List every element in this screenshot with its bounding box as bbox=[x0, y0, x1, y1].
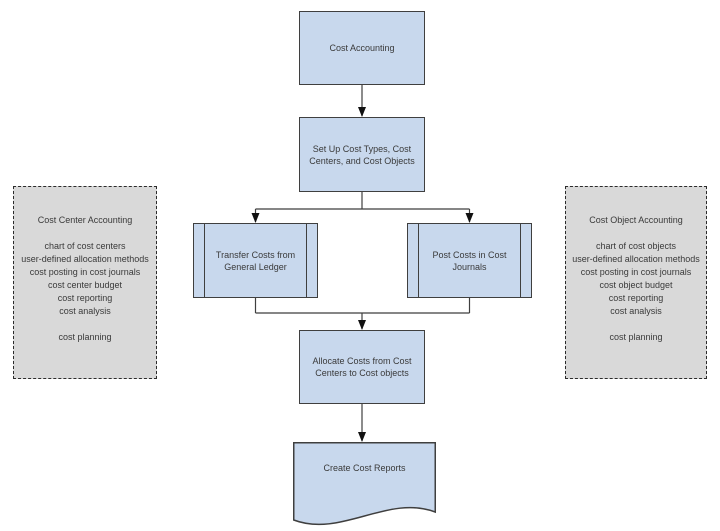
node-create-cost-reports-label: Create Cost Reports bbox=[323, 463, 406, 473]
panel-list-item: cost center budget bbox=[47, 280, 123, 290]
panel-list-item: cost object budget bbox=[599, 280, 673, 290]
panel-cost-object-accounting-items: chart of cost objects user-defined alloca… bbox=[566, 240, 706, 318]
panel-cost-center-accounting-footer: cost planning bbox=[58, 332, 112, 342]
node-transfer-costs-label: Transfer Costs from General Ledger bbox=[215, 249, 296, 272]
predefined-process-bar-right bbox=[306, 224, 307, 297]
panel-list-item: cost analysis bbox=[610, 306, 662, 316]
document-shape-icon bbox=[293, 442, 436, 526]
panel-cost-center-accounting: Cost Center Accounting chart of cost cen… bbox=[13, 186, 157, 379]
node-allocate-costs[interactable]: Allocate Costs from Cost Centers to Cost… bbox=[299, 330, 425, 404]
node-allocate-costs-label: Allocate Costs from Cost Centers to Cost… bbox=[312, 356, 412, 378]
panel-cost-object-accounting-footer: cost planning bbox=[609, 332, 663, 342]
node-create-cost-reports[interactable]: Create Cost Reports bbox=[293, 442, 436, 530]
panel-list-item: chart of cost objects bbox=[595, 241, 677, 251]
node-setup-cost-types-label: Set Up Cost Types, Cost Centers, and Cos… bbox=[309, 143, 415, 166]
node-transfer-costs[interactable]: Transfer Costs from General Ledger bbox=[193, 223, 318, 298]
panel-cost-object-accounting-title: Cost Object Accounting bbox=[589, 215, 683, 225]
panel-list-item: chart of cost centers bbox=[44, 241, 126, 251]
panel-list-item: cost posting in cost journals bbox=[29, 267, 141, 277]
predefined-process-bar-left bbox=[418, 224, 419, 297]
panel-list-item: cost reporting bbox=[57, 293, 113, 303]
panel-list-item: cost analysis bbox=[59, 306, 111, 316]
node-post-costs-label: Post Costs in Cost Journals bbox=[432, 249, 507, 272]
panel-cost-center-accounting-title: Cost Center Accounting bbox=[37, 215, 133, 225]
panel-list-item: user-defined allocation methods bbox=[21, 254, 149, 264]
predefined-process-bar-right bbox=[520, 224, 521, 297]
node-cost-accounting-label: Cost Accounting bbox=[329, 43, 395, 53]
predefined-process-bar-left bbox=[204, 224, 205, 297]
panel-list-item: cost posting in cost journals bbox=[580, 267, 692, 277]
node-post-costs[interactable]: Post Costs in Cost Journals bbox=[407, 223, 532, 298]
node-setup-cost-types[interactable]: Set Up Cost Types, Cost Centers, and Cos… bbox=[299, 117, 425, 192]
panel-cost-object-accounting: Cost Object Accounting chart of cost obj… bbox=[565, 186, 707, 379]
node-cost-accounting[interactable]: Cost Accounting bbox=[299, 11, 425, 85]
panel-list-item: cost reporting bbox=[608, 293, 664, 303]
panel-cost-center-accounting-items: chart of cost centers user-defined alloca… bbox=[14, 240, 156, 318]
panel-list-item: user-defined allocation methods bbox=[572, 254, 700, 264]
